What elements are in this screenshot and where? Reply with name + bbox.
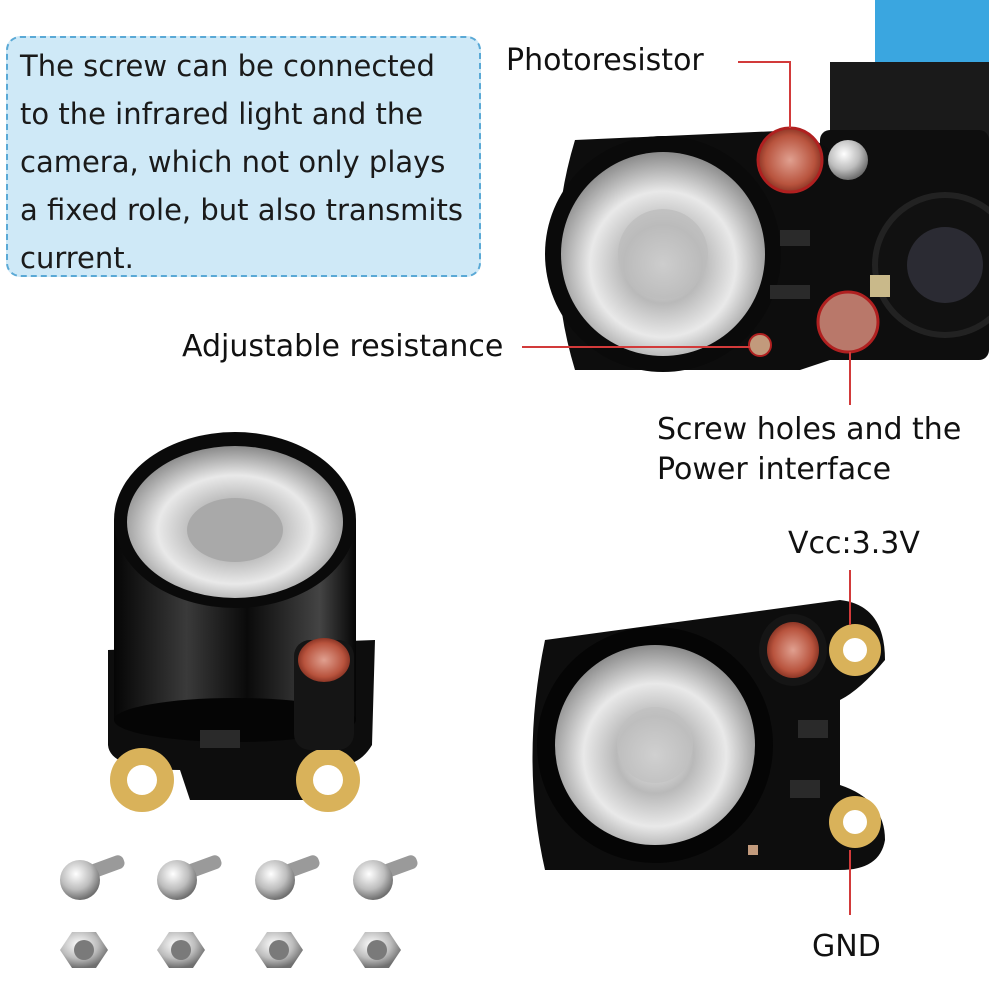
label-screw-holes: Screw holes and the Power interface (657, 412, 962, 487)
nuts-row (60, 932, 401, 968)
screw-top (828, 140, 868, 180)
label-photoresistor: Photoresistor (506, 43, 704, 78)
photoresistor-leader (738, 61, 791, 128)
photoresistor-highlight (756, 126, 824, 194)
info-callout (6, 36, 481, 277)
nut-1 (60, 932, 108, 968)
nut-3 (255, 932, 303, 968)
label-gnd: GND (812, 929, 881, 964)
ir-board-front (532, 600, 885, 870)
screw-1 (60, 855, 125, 900)
ir-led-unit (108, 432, 375, 812)
leader-lines (522, 61, 851, 915)
ribbon-cable (875, 0, 989, 62)
screws-row (60, 855, 418, 900)
nut-4 (353, 932, 401, 968)
info-callout-text: The screw can be connected to the infrar… (20, 49, 463, 275)
label-adjustable-resistance: Adjustable resistance (182, 329, 504, 364)
screw-4 (353, 855, 418, 900)
camera-connector (830, 62, 989, 140)
potentiometer-highlight (748, 333, 772, 357)
screw-3 (255, 855, 320, 900)
top-camera-assembly (545, 0, 989, 372)
screw-2 (157, 855, 222, 900)
label-vcc: Vcc:3.3V (788, 526, 920, 561)
camera-lens-glass (907, 227, 983, 303)
front-photoresistor (767, 622, 819, 678)
nut-2 (157, 932, 205, 968)
screw-hole-highlight (816, 290, 880, 354)
